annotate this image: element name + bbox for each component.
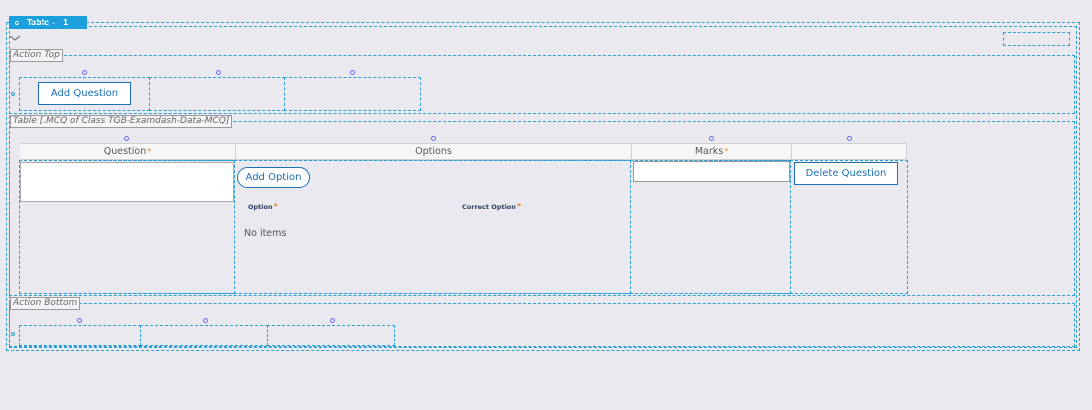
action-bottom-cell-2	[140, 325, 268, 346]
column-handle-icon	[82, 70, 87, 75]
column-header-marks[interactable]: Marks *	[631, 143, 791, 160]
column-handle-icon	[124, 136, 129, 141]
action-top-section	[9, 55, 1075, 114]
cell-actions	[790, 160, 908, 294]
action-top-label: Action Top	[10, 49, 63, 62]
required-marker: *	[147, 147, 152, 156]
add-option-button[interactable]: Add Option	[237, 167, 310, 188]
table-widget-container	[6, 22, 1080, 351]
column-handle-icon	[431, 136, 436, 141]
correct-option-label-text: Correct Option	[462, 203, 516, 211]
required-marker: *	[516, 202, 522, 211]
action-bottom-section	[9, 303, 1075, 347]
column-handle-icon	[350, 70, 355, 75]
action-top-cell-2	[149, 77, 285, 111]
column-handle-icon	[847, 136, 852, 141]
correct-option-column-label: Correct Option*	[462, 202, 521, 211]
action-bottom-cell-3	[267, 325, 395, 346]
column-header-options[interactable]: Options	[235, 143, 631, 160]
table-section	[9, 121, 1075, 296]
action-bottom-label: Action Bottom	[10, 297, 81, 310]
column-handle-icon	[77, 318, 82, 323]
option-label-text: Option	[248, 203, 273, 211]
table-section-label: Table [.MCQ of Class TGB-Examdash-Data-M…	[10, 115, 233, 128]
delete-question-button[interactable]: Delete Question	[794, 162, 898, 185]
required-marker: *	[273, 202, 278, 211]
header-question-text: Question	[103, 146, 147, 157]
option-column-label: Option*	[248, 202, 278, 211]
marks-input[interactable]	[633, 161, 790, 182]
required-marker: *	[724, 147, 729, 156]
chevron-down-icon[interactable]	[9, 35, 21, 42]
column-handle-icon	[330, 318, 335, 323]
question-input[interactable]	[20, 162, 234, 202]
column-handle-icon	[216, 70, 221, 75]
column-handle-icon	[203, 318, 208, 323]
add-question-button[interactable]: Add Question	[38, 82, 131, 105]
column-handle-icon	[709, 136, 714, 141]
header-marks-text: Marks	[694, 146, 724, 157]
widget-toolbar-slot[interactable]	[1003, 32, 1070, 46]
column-header-actions	[791, 143, 907, 160]
options-empty-text: No items	[244, 228, 287, 239]
column-header-question[interactable]: Question *	[20, 143, 235, 160]
action-bottom-cell-1	[19, 325, 141, 346]
row-handle-icon	[11, 92, 15, 96]
header-options-text: Options	[415, 146, 452, 157]
row-handle-icon	[11, 332, 15, 336]
action-top-cell-3	[284, 77, 421, 111]
